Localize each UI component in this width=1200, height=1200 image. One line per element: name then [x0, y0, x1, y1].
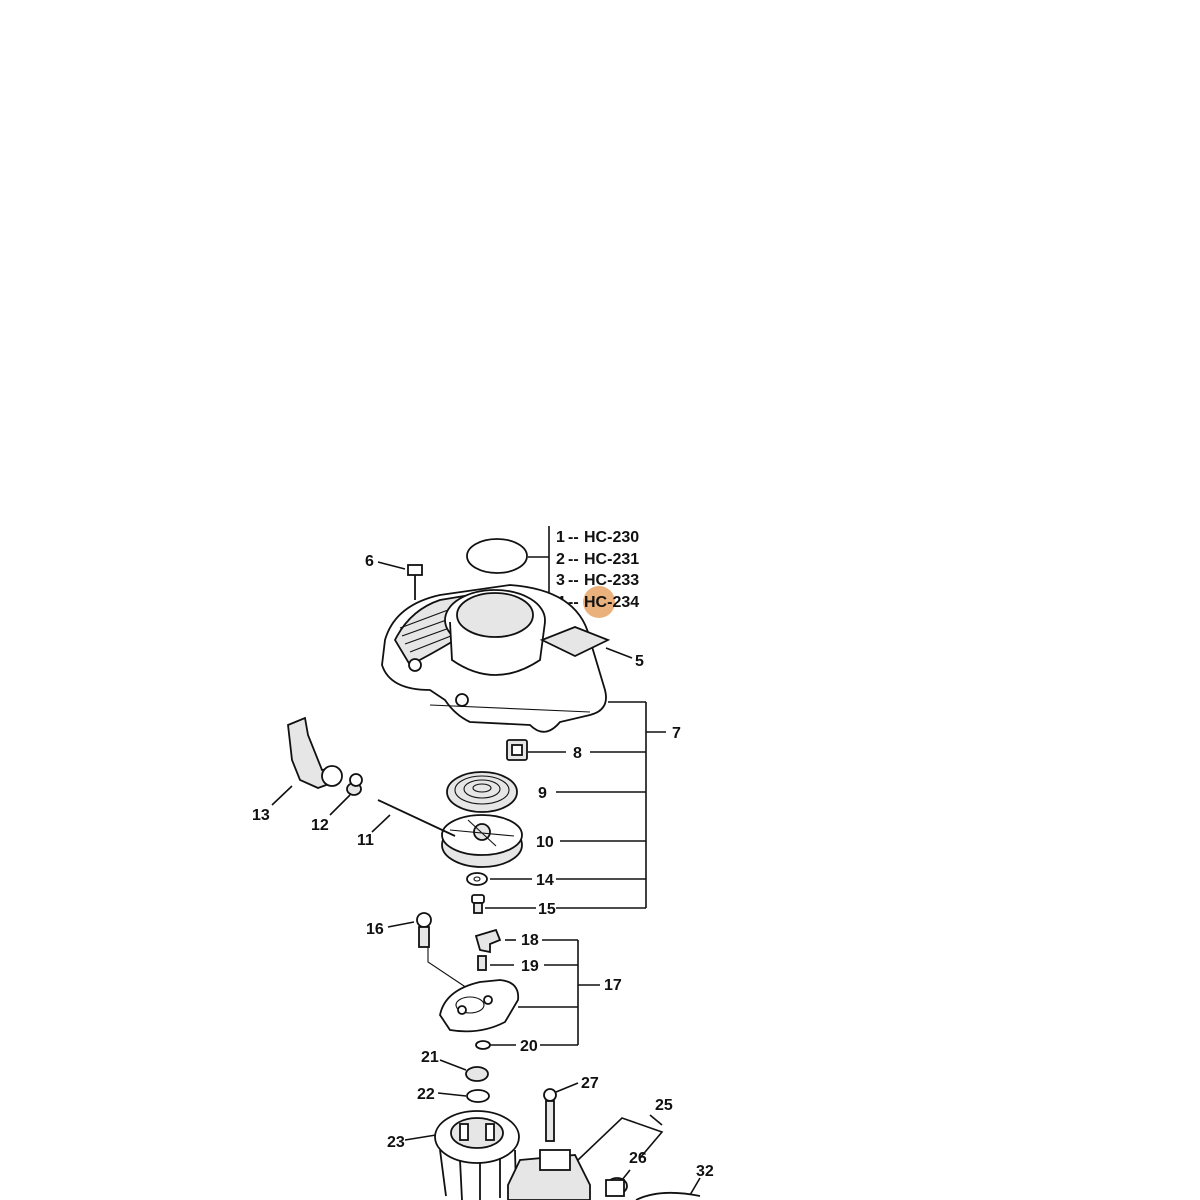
- callout-11[interactable]: 11: [357, 832, 374, 849]
- callout-labels: 6 5 7 8 9 10 11 12 13 14 15 16 17 18 19 …: [252, 553, 714, 1180]
- callout-12[interactable]: 12: [311, 817, 329, 834]
- callout-18[interactable]: 18: [521, 932, 539, 949]
- part-18-pawl[interactable]: [474, 928, 502, 954]
- model-entry-1[interactable]: 1 -- HC-230: [556, 529, 639, 546]
- part-9-spring[interactable]: [446, 771, 518, 813]
- callout-9[interactable]: 9: [538, 785, 547, 802]
- part-16-screw[interactable]: [387, 912, 471, 991]
- model-entry-2[interactable]: 2 -- HC-231: [556, 551, 639, 568]
- callout-15[interactable]: 15: [538, 901, 556, 918]
- part-13-handle[interactable]: [271, 716, 343, 806]
- model-num: 1: [556, 529, 565, 546]
- part-11-rope[interactable]: [371, 799, 456, 837]
- part-25-ignition-coil[interactable]: [507, 1114, 664, 1200]
- callout-8[interactable]: 8: [573, 745, 582, 762]
- callout-17[interactable]: 17: [604, 977, 622, 994]
- part-32-ring[interactable]: [635, 1177, 701, 1200]
- callout-32[interactable]: 32: [696, 1163, 714, 1180]
- callout-26[interactable]: 26: [629, 1150, 647, 1167]
- part-26-cap[interactable]: [605, 1169, 631, 1197]
- starter-housing[interactable]: [381, 584, 607, 733]
- part-10-reel[interactable]: [441, 814, 523, 868]
- part-6-bolt[interactable]: [377, 561, 423, 600]
- part-5-decal[interactable]: [539, 626, 633, 659]
- part-23-flywheel[interactable]: [404, 1110, 520, 1200]
- model-name: HC-234: [584, 594, 639, 611]
- callout-27[interactable]: 27: [581, 1075, 599, 1092]
- part-27-bolt[interactable]: [543, 1082, 579, 1142]
- model-num: 2: [556, 551, 565, 568]
- model-name: HC-230: [584, 529, 639, 546]
- callout-20[interactable]: 20: [520, 1038, 538, 1055]
- part-22-washer[interactable]: [437, 1089, 490, 1103]
- part-12-grommet[interactable]: [329, 773, 363, 816]
- model-sep: --: [568, 551, 579, 568]
- callout-23[interactable]: 23: [387, 1134, 405, 1151]
- part-14-washer[interactable]: [466, 872, 488, 886]
- callout-6[interactable]: 6: [365, 553, 374, 570]
- callout-16[interactable]: 16: [366, 921, 384, 938]
- highlight-marker: [583, 586, 615, 618]
- part-20-washer[interactable]: [475, 1040, 491, 1050]
- part-15-screw[interactable]: [471, 894, 485, 914]
- bracket-17: [490, 939, 600, 1046]
- callout-21[interactable]: 21: [421, 1049, 439, 1066]
- model-name: HC-233: [584, 572, 639, 589]
- callout-5[interactable]: 5: [635, 653, 644, 670]
- model-sep: --: [568, 529, 579, 546]
- callout-7[interactable]: 7: [672, 725, 681, 742]
- part-19-spring[interactable]: [477, 955, 487, 971]
- model-name: HC-231: [584, 551, 639, 568]
- model-entry-3[interactable]: 3 -- HC-233: [556, 572, 639, 589]
- callout-13[interactable]: 13: [252, 807, 270, 824]
- part-8-nut[interactable]: [506, 739, 528, 761]
- callout-22[interactable]: 22: [417, 1086, 435, 1103]
- callout-19[interactable]: 19: [521, 958, 539, 975]
- model-num: 3: [556, 572, 565, 589]
- model-sep: --: [568, 572, 579, 589]
- label-oval: [466, 538, 528, 574]
- callout-10[interactable]: 10: [536, 834, 554, 851]
- part-21-nut[interactable]: [439, 1059, 489, 1082]
- callout-25[interactable]: 25: [655, 1097, 673, 1114]
- callout-14[interactable]: 14: [536, 872, 554, 889]
- bracket-7: [485, 701, 666, 909]
- model-sep: --: [568, 594, 579, 611]
- part-17-pawl-plate[interactable]: [439, 979, 520, 1033]
